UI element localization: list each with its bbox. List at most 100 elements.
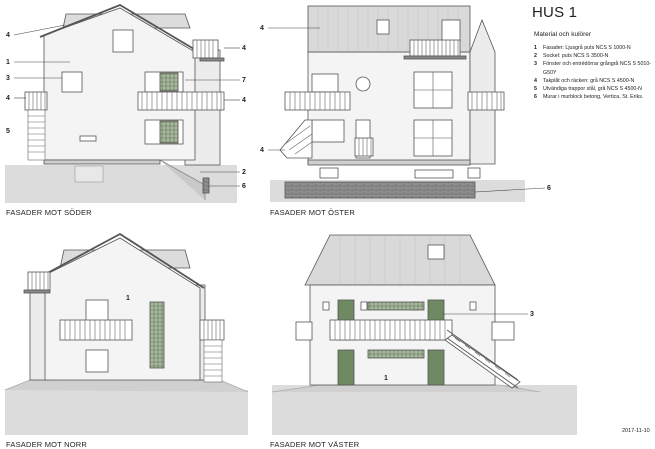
balcony-slab (199, 57, 225, 62)
mullions (414, 120, 452, 156)
window (311, 73, 339, 93)
legend-text: Fasader: Ljusgrå puts NCS S 1000-N (543, 45, 631, 51)
brick-screen (149, 301, 165, 369)
railing-bars (64, 320, 126, 340)
dormer-window (376, 19, 390, 35)
legend-text: Takplåt och räcken: grå NCS S 4500-N (543, 77, 635, 84)
legend-number: 4 (534, 77, 537, 84)
callout-label: 4 (6, 95, 10, 102)
railing-bars (203, 320, 221, 340)
brick-screen (159, 72, 179, 92)
drawing-date: 2017-11-10 (622, 428, 650, 434)
legend-item: 3 Fönster och entrédörrar grångrå NCS S 5… (534, 60, 652, 76)
balcony-railing (491, 321, 515, 341)
entry-door (337, 349, 355, 386)
callout-label: 1 (126, 295, 130, 302)
stair-railing (446, 329, 519, 389)
callout-labels: 4 1 3 7 4 4 5 4 2 6 4 4 6 1 3 1 (6, 25, 551, 382)
balcony-railing (137, 91, 225, 111)
retaining-wall (284, 181, 476, 199)
basement-window (467, 167, 481, 179)
exterior-stair (27, 109, 46, 161)
railing-bars (358, 138, 372, 156)
callout-label: 5 (6, 128, 10, 135)
balcony-railing (59, 319, 133, 341)
legend-number: 3 (534, 61, 537, 68)
ground (5, 390, 248, 435)
legend-text: Fönster och entrédörrar grångrå NCS S 50… (543, 61, 652, 76)
callout-lines (13, 24, 240, 187)
stair-treads (284, 125, 313, 155)
window-band (367, 349, 425, 359)
callout-lines (268, 27, 546, 193)
window (85, 349, 109, 373)
exterior-stair (203, 339, 223, 383)
dormer-window (441, 19, 461, 43)
roof-balcony (409, 39, 461, 57)
caption-south: FASADER MOT SÖDER (6, 208, 92, 217)
callout-label: 6 (547, 185, 551, 192)
elevation-east (268, 5, 546, 202)
gable-trim (39, 232, 205, 289)
dormer-window (427, 244, 445, 260)
railing-bars (471, 92, 502, 110)
callout-label: 4 (242, 45, 246, 52)
window (322, 301, 330, 311)
window-band (367, 301, 425, 311)
callout-label: 6 (242, 183, 246, 190)
caption-west: FASADER MOT VÄSTER (270, 440, 360, 449)
terrain-slope (271, 384, 541, 393)
window (85, 299, 109, 323)
legend-number: 5 (534, 86, 537, 93)
basement-window (74, 165, 104, 183)
callout-label: 7 (242, 77, 246, 84)
gable-trim (39, 3, 200, 53)
railing-bars (289, 92, 346, 110)
balcony-railing (295, 321, 313, 341)
legend-number: 2 (534, 53, 537, 60)
socket (307, 159, 471, 166)
callout-label: 4 (6, 32, 10, 39)
window (360, 301, 368, 311)
elevation-west (271, 234, 577, 435)
stair-railing (24, 91, 48, 111)
ground (272, 385, 577, 435)
balcony-railing (284, 91, 351, 111)
window (311, 119, 345, 143)
railing-bars (413, 40, 459, 56)
callout-label: 4 (242, 97, 246, 104)
socket (43, 159, 161, 165)
railing-bars (28, 92, 46, 110)
window (469, 301, 477, 311)
elevation-north (4, 232, 249, 435)
small-window (79, 135, 97, 142)
roof-seams (339, 235, 461, 285)
round-window (355, 76, 371, 92)
mullions (414, 72, 452, 108)
callout-label: 4 (260, 25, 264, 32)
stair-railing (27, 271, 51, 291)
railing-bars (334, 320, 446, 340)
legend-text: Murar i murblock betong, Vertica, St. Er… (543, 94, 644, 101)
window (112, 29, 134, 53)
basement-window (319, 167, 339, 179)
callout-label: 3 (6, 75, 10, 82)
legend-item: 4 Takplåt och räcken: grå NCS S 4500-N (534, 77, 652, 85)
railing-bars (31, 272, 49, 290)
entry-door (427, 349, 445, 386)
callout-label: 3 (530, 311, 534, 318)
exterior-stair (444, 334, 521, 389)
window (61, 71, 83, 93)
balcony-railing (467, 91, 505, 111)
exterior-stair (279, 119, 313, 159)
legend-text: Utvändiga trappor stål, grå NCS S 4500-N (543, 86, 642, 93)
caption-east: FASADER MOT ÖSTER (270, 208, 355, 217)
railing-bars (141, 92, 222, 110)
callout-label: 1 (6, 59, 10, 66)
legend-item: 5 Utvändiga trappor stål, grå NCS S 4500-… (534, 85, 652, 93)
